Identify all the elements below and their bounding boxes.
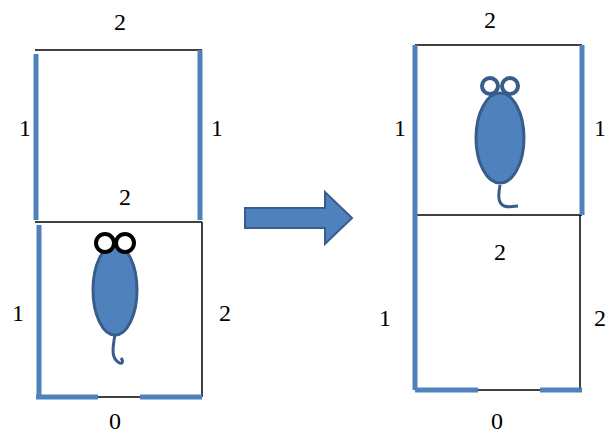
- mouse-figure: [476, 78, 524, 207]
- wall-number: 0: [109, 409, 121, 433]
- wall-number: 2: [594, 306, 606, 330]
- thick-walls: [36, 50, 202, 397]
- wall-number: 0: [491, 409, 503, 433]
- wall-number: 1: [379, 306, 391, 330]
- thin-walls: [415, 45, 582, 390]
- wall-number: 2: [484, 8, 496, 32]
- wall-number: 2: [114, 10, 126, 34]
- wall-number: 1: [394, 116, 406, 140]
- wall-number: 1: [211, 116, 223, 140]
- thick-walls: [415, 45, 582, 390]
- wall-number: 2: [494, 240, 506, 264]
- wall-number: 1: [19, 116, 31, 140]
- wall-number: 1: [594, 116, 606, 140]
- thin-walls: [35, 50, 202, 397]
- wall-number: 1: [12, 301, 24, 325]
- mouse-figure: [93, 234, 137, 363]
- wall-number: 2: [219, 301, 231, 325]
- wall-number: 2: [119, 185, 131, 209]
- block-arrow: [245, 192, 352, 244]
